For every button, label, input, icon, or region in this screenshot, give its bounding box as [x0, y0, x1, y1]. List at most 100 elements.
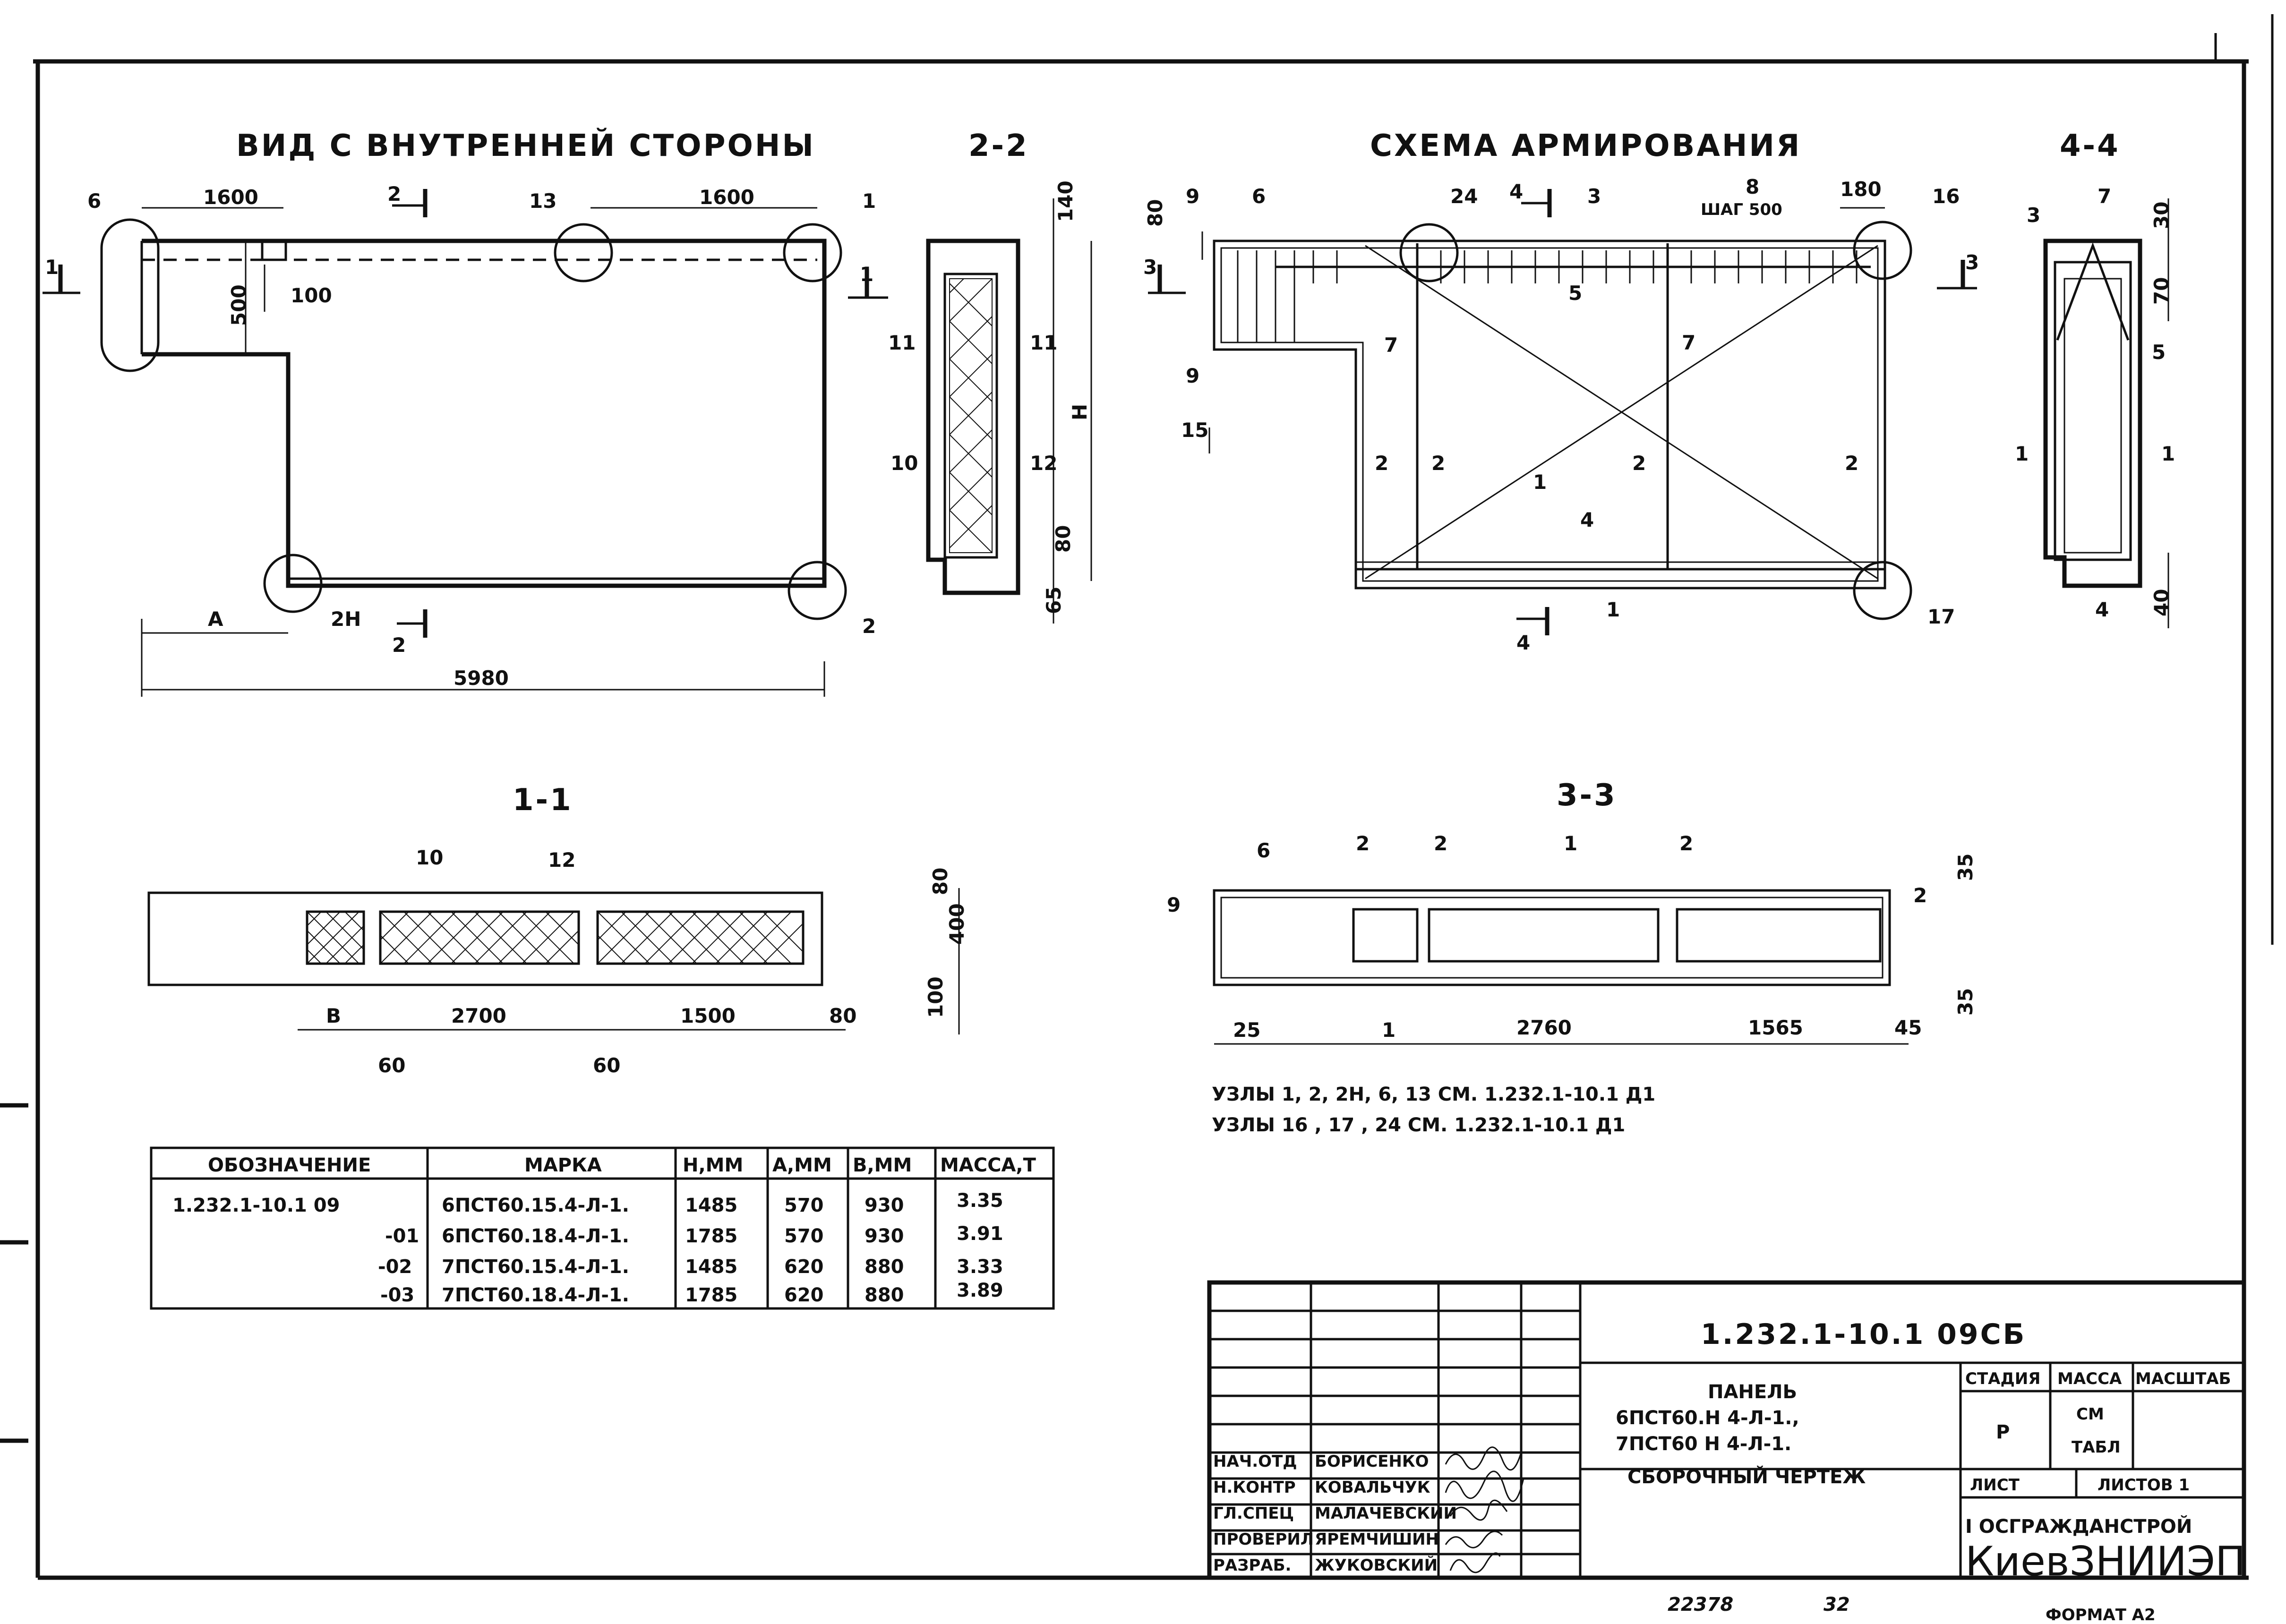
section-mark-4-bottom: 4 [1516, 631, 1530, 654]
format-label: ФОРМАТ А2 [2046, 1606, 2156, 1622]
table-header-b: В,ММ [853, 1154, 912, 1176]
note-2: УЗЛЫ 16 , 17 , 24 СМ. 1.232.1-10.1 Д1 [1212, 1114, 1625, 1136]
dim-400: 400 [945, 903, 968, 945]
callout-2h: 2Н [331, 607, 361, 631]
row-2-mass: 3.91 [957, 1223, 1003, 1245]
reinf-callout-16: 16 [1932, 185, 1960, 208]
dim-80-2-2: 80 [1052, 525, 1075, 553]
section-mark-2-top: 2 [387, 182, 401, 205]
section-4-4-drawing [2043, 198, 2169, 628]
spec-table [150, 1146, 1055, 1310]
role-developed: РАЗРАБ. [1213, 1556, 1291, 1575]
row-3-designation: -02 [378, 1256, 412, 1278]
row-4-mass: 3.89 [957, 1280, 1003, 1301]
s33-callout-1-bottom: 1 [1382, 1018, 1396, 1042]
name-malachevsky: МАЛАЧЕВСКИЙ [1315, 1504, 1457, 1523]
mass-header: МАССА [2057, 1369, 2122, 1388]
reinf-callout-8: 8 [1746, 175, 1759, 198]
section-mark-2-bottom: 2 [392, 633, 406, 657]
s33-callout-2-a: 2 [1356, 832, 1370, 855]
s33-callout-2-c: 2 [1679, 832, 1693, 855]
table-header-designation: ОБОЗНАЧЕНИЕ [208, 1154, 371, 1176]
row-4-h: 1785 [685, 1284, 737, 1306]
title-name-line-3: 7ПСТ60 Н 4-Л-1. [1616, 1433, 1791, 1455]
dim-1565: 1565 [1748, 1016, 1803, 1039]
reinf-callout-5: 5 [1568, 282, 1582, 305]
title-name-line-2: 6ПСТ60.Н 4-Л-1., [1616, 1407, 1799, 1429]
table-header-a: А,ММ [772, 1154, 832, 1176]
inner-view-title: ВИД С ВНУТРЕННЕЙ СТОРОНЫ [236, 128, 815, 163]
callout-10: 10 [890, 452, 918, 475]
section-2-2-title: 2-2 [968, 128, 1029, 163]
row-4-a: 620 [784, 1284, 824, 1306]
row-4-mark: 7ПСТ60.18.4-Л-1. [442, 1284, 629, 1306]
mass-value-1: СМ [2076, 1405, 2104, 1424]
dim-60-right: 60 [593, 1054, 620, 1077]
s44-callout-1-right: 1 [2161, 442, 2175, 465]
dim-80-vert: 80 [929, 868, 952, 895]
reinforcement-title: СХЕМА АРМИРОВАНИЯ [1370, 128, 1801, 163]
reinf-callout-24: 24 [1450, 185, 1478, 208]
dim-60-left: 60 [378, 1054, 405, 1077]
s44-callout-4: 4 [2095, 598, 2109, 621]
callout-11-left: 11 [888, 331, 916, 354]
reinf-callout-1-bottom: 1 [1606, 598, 1620, 621]
dim-35-top: 35 [1954, 854, 1977, 881]
title-block [1207, 1280, 2246, 1580]
section-mark-3-right: 3 [1965, 251, 1979, 274]
dim-70: 70 [2150, 277, 2173, 305]
s44-callout-3: 3 [2027, 204, 2040, 227]
s33-callout-9: 9 [1167, 893, 1181, 916]
dim-65: 65 [1042, 587, 1065, 614]
s33-callout-1-top: 1 [1564, 832, 1577, 855]
s33-callout-2-b: 2 [1434, 832, 1447, 855]
row-2-h: 1785 [685, 1225, 737, 1247]
callout-2: 2 [862, 615, 876, 638]
row-3-mark: 7ПСТ60.15.4-Л-1. [442, 1256, 629, 1278]
s11-callout-12: 12 [548, 848, 575, 872]
dim-25: 25 [1233, 1018, 1260, 1042]
reinf-callout-2-a: 2 [1375, 452, 1388, 475]
row-3-h: 1485 [685, 1256, 737, 1278]
s44-callout-7: 7 [2098, 185, 2111, 208]
row-3-b: 880 [865, 1256, 904, 1278]
row-2-designation: -01 [385, 1225, 419, 1247]
role-checked: ПРОВЕРИЛ [1213, 1530, 1314, 1549]
reinf-callout-2-b: 2 [1431, 452, 1445, 475]
dim-2760: 2760 [1516, 1016, 1572, 1039]
row-1-a: 570 [784, 1195, 824, 1216]
org-line-2: КиевЗНИИЭП [1965, 1538, 2246, 1585]
page-number: 32 [1824, 1594, 1850, 1615]
row-4-designation: -03 [380, 1284, 414, 1306]
callout-13: 13 [529, 189, 557, 213]
name-borisenko: БОРИСЕНКО [1315, 1452, 1429, 1471]
callout-12: 12 [1030, 452, 1057, 475]
row-1-mass: 3.35 [957, 1190, 1003, 1212]
reinf-callout-1-mid: 1 [1533, 470, 1547, 494]
section-3-3-drawing [1213, 889, 1909, 1045]
name-kovalchuk: КОВАЛЬЧУК [1315, 1478, 1430, 1497]
note-1: УЗЛЫ 1, 2, 2Н, 6, 13 СМ. 1.232.1-10.1 Д1 [1212, 1084, 1655, 1105]
section-mark-4-top: 4 [1509, 180, 1523, 203]
dim-140: 140 [1054, 180, 1077, 222]
dim-1500: 1500 [680, 1004, 736, 1027]
row-3-a: 620 [784, 1256, 824, 1278]
role-head-dept: НАЧ.ОТД [1213, 1452, 1297, 1471]
row-2-mark: 6ПСТ60.18.4-Л-1. [442, 1225, 629, 1247]
row-2-b: 930 [865, 1225, 904, 1247]
mass-value-2: ТАБЛ [2072, 1438, 2121, 1457]
dim-45: 45 [1894, 1016, 1922, 1039]
title-name-line-1: ПАНЕЛЬ [1708, 1381, 1797, 1403]
table-header-mass: МАССА,Т [940, 1154, 1036, 1176]
row-1-h: 1485 [685, 1195, 737, 1216]
dim-40: 40 [2150, 589, 2173, 616]
section-mark-1-left: 1 [45, 256, 59, 279]
dim-35-bottom: 35 [1954, 988, 1977, 1016]
dim-a: А [208, 607, 223, 631]
drawing-code: 1.232.1-10.1 09СБ [1701, 1318, 2026, 1351]
reinf-callout-17: 17 [1927, 605, 1955, 628]
dim-500: 500 [227, 284, 250, 326]
row-1-b: 930 [865, 1195, 904, 1216]
